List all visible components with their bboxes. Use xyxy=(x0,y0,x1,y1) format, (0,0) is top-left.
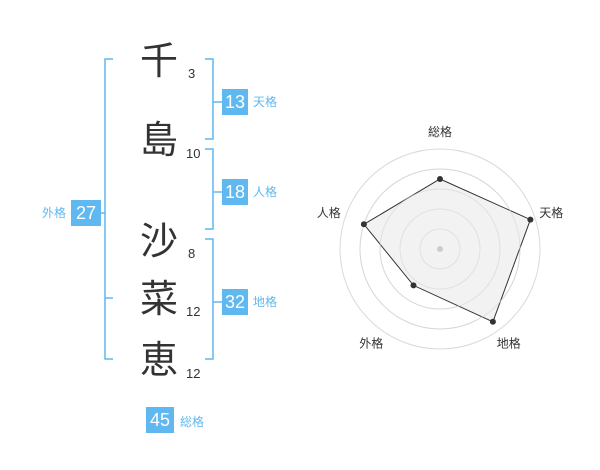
stroke-count-5: 12 xyxy=(186,366,201,381)
name-char-3: 沙 xyxy=(140,219,179,263)
radar-point-1 xyxy=(437,176,443,182)
soukaku-label: 総格 xyxy=(180,415,205,429)
stroke-count-4: 12 xyxy=(186,304,201,319)
radar-ring-overlay xyxy=(399,208,481,290)
radar-point-4 xyxy=(410,282,417,289)
chikaku-bracket xyxy=(205,238,214,360)
radar-ring-overlay xyxy=(419,228,461,270)
radar-axis-label-2: 天格 xyxy=(539,205,563,220)
tenkaku-label: 天格 xyxy=(253,95,278,109)
gaikaku-label: 外格 xyxy=(42,206,67,220)
radar-point-3 xyxy=(489,318,496,325)
name-char-1: 千 xyxy=(140,39,179,83)
radar-point-2 xyxy=(527,216,534,223)
jinkaku-label: 人格 xyxy=(253,185,278,199)
tenkaku-bracket xyxy=(205,58,214,140)
stroke-count-1: 3 xyxy=(188,66,196,81)
radar-point-5 xyxy=(360,221,367,228)
chikaku-label: 地格 xyxy=(253,295,278,309)
name-char-5: 恵 xyxy=(140,338,179,382)
radar-center-dot xyxy=(437,246,443,252)
name-char-4: 菜 xyxy=(140,277,179,321)
radar-ring-overlay xyxy=(359,168,521,330)
stroke-count-3: 8 xyxy=(188,246,196,261)
stroke-count-2: 10 xyxy=(186,146,201,161)
chikaku-badge: 32 xyxy=(222,289,248,315)
gaikaku-badge: 27 xyxy=(71,200,101,226)
radar-axis-label-5: 人格 xyxy=(317,205,341,220)
tenkaku-badge: 13 xyxy=(222,89,248,115)
jinkaku-bracket xyxy=(205,148,214,230)
jinkaku-badge: 18 xyxy=(222,179,248,205)
radar-ring xyxy=(339,148,541,350)
name-char-2: 島 xyxy=(140,118,179,162)
gaikaku-bracket xyxy=(104,58,113,360)
soukaku-badge: 45 xyxy=(146,407,174,433)
radar-axis-label-4: 外格 xyxy=(359,336,383,351)
radar-ring-overlay xyxy=(379,188,501,310)
radar-axis-label-1: 総格 xyxy=(428,124,452,139)
radar-axis-label-3: 地格 xyxy=(497,336,521,351)
